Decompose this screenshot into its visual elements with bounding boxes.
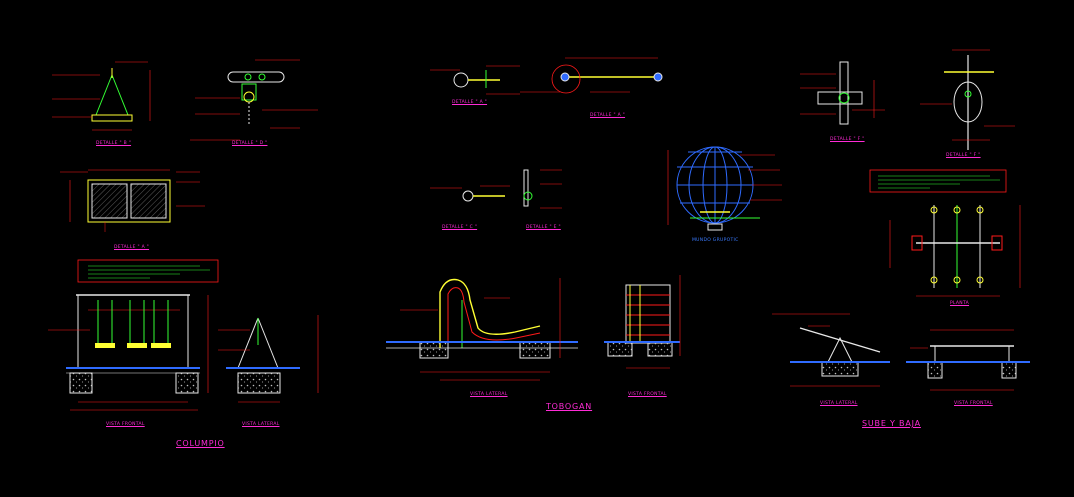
seesaw-side-view — [772, 313, 890, 387]
detail-b-label: DETALLE " B " — [96, 141, 132, 146]
notes-box-left — [77, 259, 219, 283]
swing-front-view — [48, 294, 209, 411]
swing-front-view-label: VISTA FRONTAL — [106, 422, 145, 427]
seesaw-plan-view — [889, 205, 1021, 297]
globe-climber-drawing — [667, 146, 782, 231]
section-title-sube-baja: SUBE Y BAJA — [862, 419, 921, 428]
detail-a-seat-label: DETALLE " A " — [114, 245, 150, 250]
detail-c-label: DETALLE " C " — [442, 225, 478, 230]
seesaw-front-view — [906, 329, 1030, 391]
slide-side-view — [386, 278, 578, 381]
detail-c-drawing — [430, 185, 510, 202]
slide-side-view-label: VISTA LATERAL — [470, 392, 508, 397]
detail-f2-label: DETALLE " F " — [946, 153, 981, 158]
globe-label: MUNDO GRUPOTIC — [692, 238, 739, 243]
section-title-tobogan: TOBOGAN — [546, 402, 593, 411]
notes-box-right — [869, 169, 1007, 193]
detail-a-top2-label: DETALLE " A " — [590, 113, 626, 118]
detail-a-top2-drawing — [520, 57, 663, 94]
detail-d-drawing — [190, 59, 318, 141]
seesaw-front-view-label: VISTA FRONTAL — [954, 401, 993, 406]
detail-a-top-label: DETALLE " A " — [452, 100, 488, 105]
section-title-columpio: COLUMPIO — [176, 439, 225, 448]
detail-e-label: DETALLE " E " — [526, 225, 561, 230]
seesaw-plan-label: PLANTA — [950, 301, 970, 306]
detail-a-seat-drawing — [60, 169, 205, 232]
swing-side-view-label: VISTA LATERAL — [242, 422, 280, 427]
detail-f1-label: DETALLE " F " — [830, 137, 865, 142]
swing-side-view — [218, 315, 319, 403]
detail-a-top-drawing — [430, 65, 520, 95]
slide-front-view-label: VISTA FRONTAL — [628, 392, 667, 397]
slide-front-view — [604, 275, 681, 369]
detail-e-drawing — [523, 169, 562, 209]
detail-b-drawing — [52, 61, 151, 131]
detail-f1-drawing — [800, 61, 885, 125]
detail-f2-drawing — [920, 49, 1015, 150]
detail-d-label: DETALLE " D " — [232, 141, 268, 146]
seesaw-side-view-label: VISTA LATERAL — [820, 401, 858, 406]
